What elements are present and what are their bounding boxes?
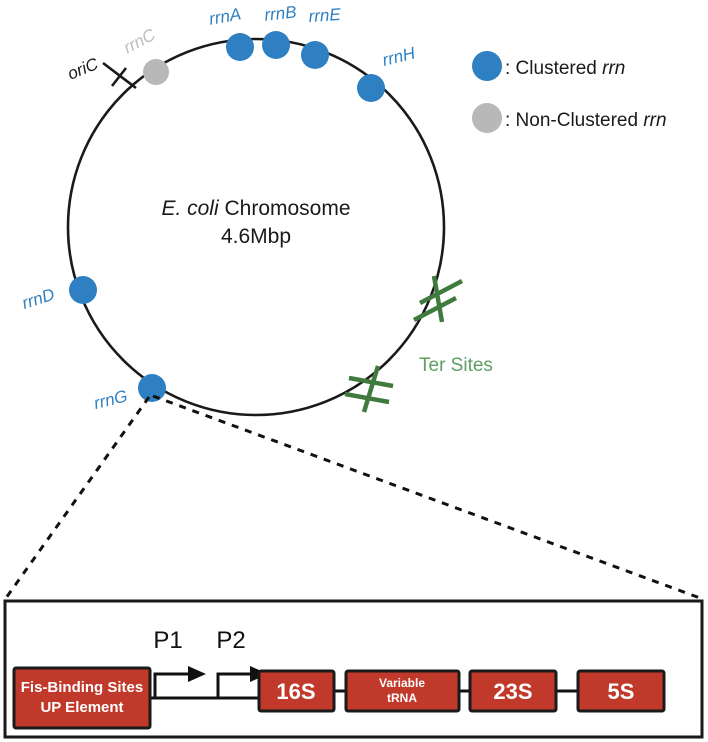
rrn-label-rrnE: rrnE — [308, 5, 342, 26]
chromosome-title: E. coli Chromosome — [161, 197, 350, 220]
chromosome-circle — [66, 37, 446, 417]
rrn-dot-rrnC[interactable] — [143, 59, 169, 85]
legend-non-clustered-italic: rrn — [643, 110, 666, 131]
oric-label: oriC — [65, 54, 102, 84]
operon-box-variable-trna[interactable] — [344, 669, 461, 713]
rrn-dot-rrnB[interactable] — [262, 31, 290, 59]
promoter-label-p1: P1 — [153, 627, 182, 654]
variable-trna-line2: tRNA — [387, 691, 417, 705]
legend-clustered-prefix: : Clustered — [505, 58, 602, 79]
fis-up-element-line1: Fis-Binding Sites — [21, 679, 144, 696]
legend-non-clustered-prefix: : Non-Clustered — [505, 110, 643, 131]
operon-box-23s[interactable] — [468, 669, 558, 713]
rrn-label-rrnG: rrnG — [92, 386, 130, 413]
rrn-label-rrnA: rrnA — [208, 4, 243, 28]
rrn-dot-rrnD[interactable] — [69, 276, 97, 304]
legend-non-clustered-dot — [472, 103, 502, 133]
legend-clustered-italic: rrn — [602, 58, 625, 79]
variable-trna-line1: Variable — [379, 676, 425, 690]
gene-label-16s: 16S — [276, 679, 315, 704]
gene-label-23s: 23S — [493, 679, 532, 704]
rrn-dot-rrnE[interactable] — [301, 41, 329, 69]
legend-non-clustered-label: : Non-Clustered rrn — [505, 110, 667, 131]
callout-line-left — [4, 396, 151, 599]
legend-clustered-label: : Clustered rrn — [505, 58, 625, 79]
ter-sites-label: Ter Sites — [419, 355, 493, 376]
promoter-arrow-p1 — [153, 666, 206, 698]
rrn-label-rrnD: rrnD — [20, 285, 57, 313]
legend-clustered-dot — [472, 51, 502, 81]
rrn-label-rrnB: rrnB — [263, 2, 297, 24]
chromosome-size: 4.6Mbp — [221, 225, 291, 248]
ter-site-ticks-lower — [344, 365, 394, 413]
operon-box-fis-up-element[interactable] — [12, 666, 152, 730]
oric-marker — [102, 61, 137, 90]
rrn-dot-rrnG[interactable] — [138, 374, 166, 402]
chromosome-title-rest: Chromosome — [219, 197, 351, 220]
gene-label-5s: 5S — [608, 679, 635, 704]
chromosome-species: E. coli — [161, 197, 220, 220]
rrn-label-rrnH: rrnH — [380, 43, 417, 70]
operon-box-16s[interactable] — [257, 669, 336, 713]
operon-box-5s[interactable] — [576, 669, 666, 713]
rrn-dot-rrnH[interactable] — [357, 74, 385, 102]
promoter-label-p2: P2 — [216, 627, 245, 654]
fis-up-element-line2: UP Element — [40, 699, 123, 716]
rrn-dot-rrnA[interactable] — [226, 33, 254, 61]
callout-line-right — [152, 394, 701, 600]
rrn-label-rrnC: rrnC — [120, 25, 159, 58]
ter-site-ticks-upper — [412, 275, 464, 323]
